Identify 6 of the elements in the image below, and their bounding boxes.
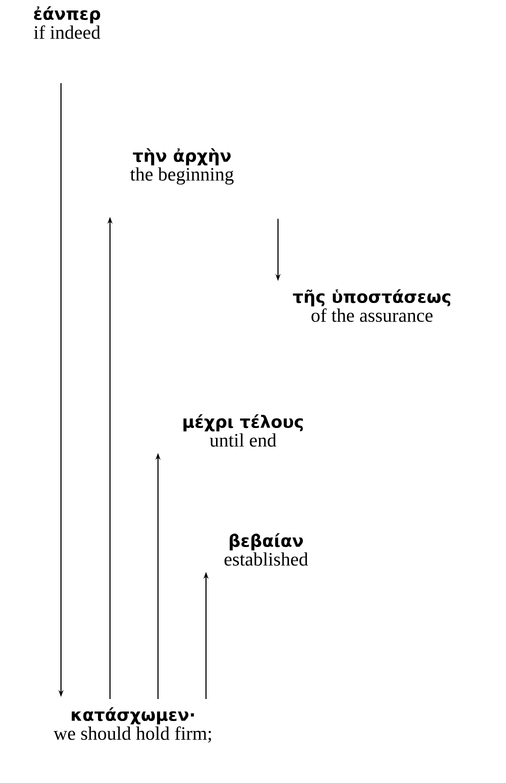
word-gloss: ἐάνπερ if indeed — [34, 6, 100, 39]
word-gloss: τὴν ἀρχὴν the beginning — [130, 148, 234, 185]
word-gloss: κατάσχωμεν· we should hold firm; — [54, 707, 211, 743]
word-gloss: βεβαίαν established — [224, 533, 308, 566]
word-gloss: μέχρι τέλους until end — [183, 414, 303, 447]
word-gloss: τῆς ὑποστάσεως of the assurance — [292, 289, 450, 322]
